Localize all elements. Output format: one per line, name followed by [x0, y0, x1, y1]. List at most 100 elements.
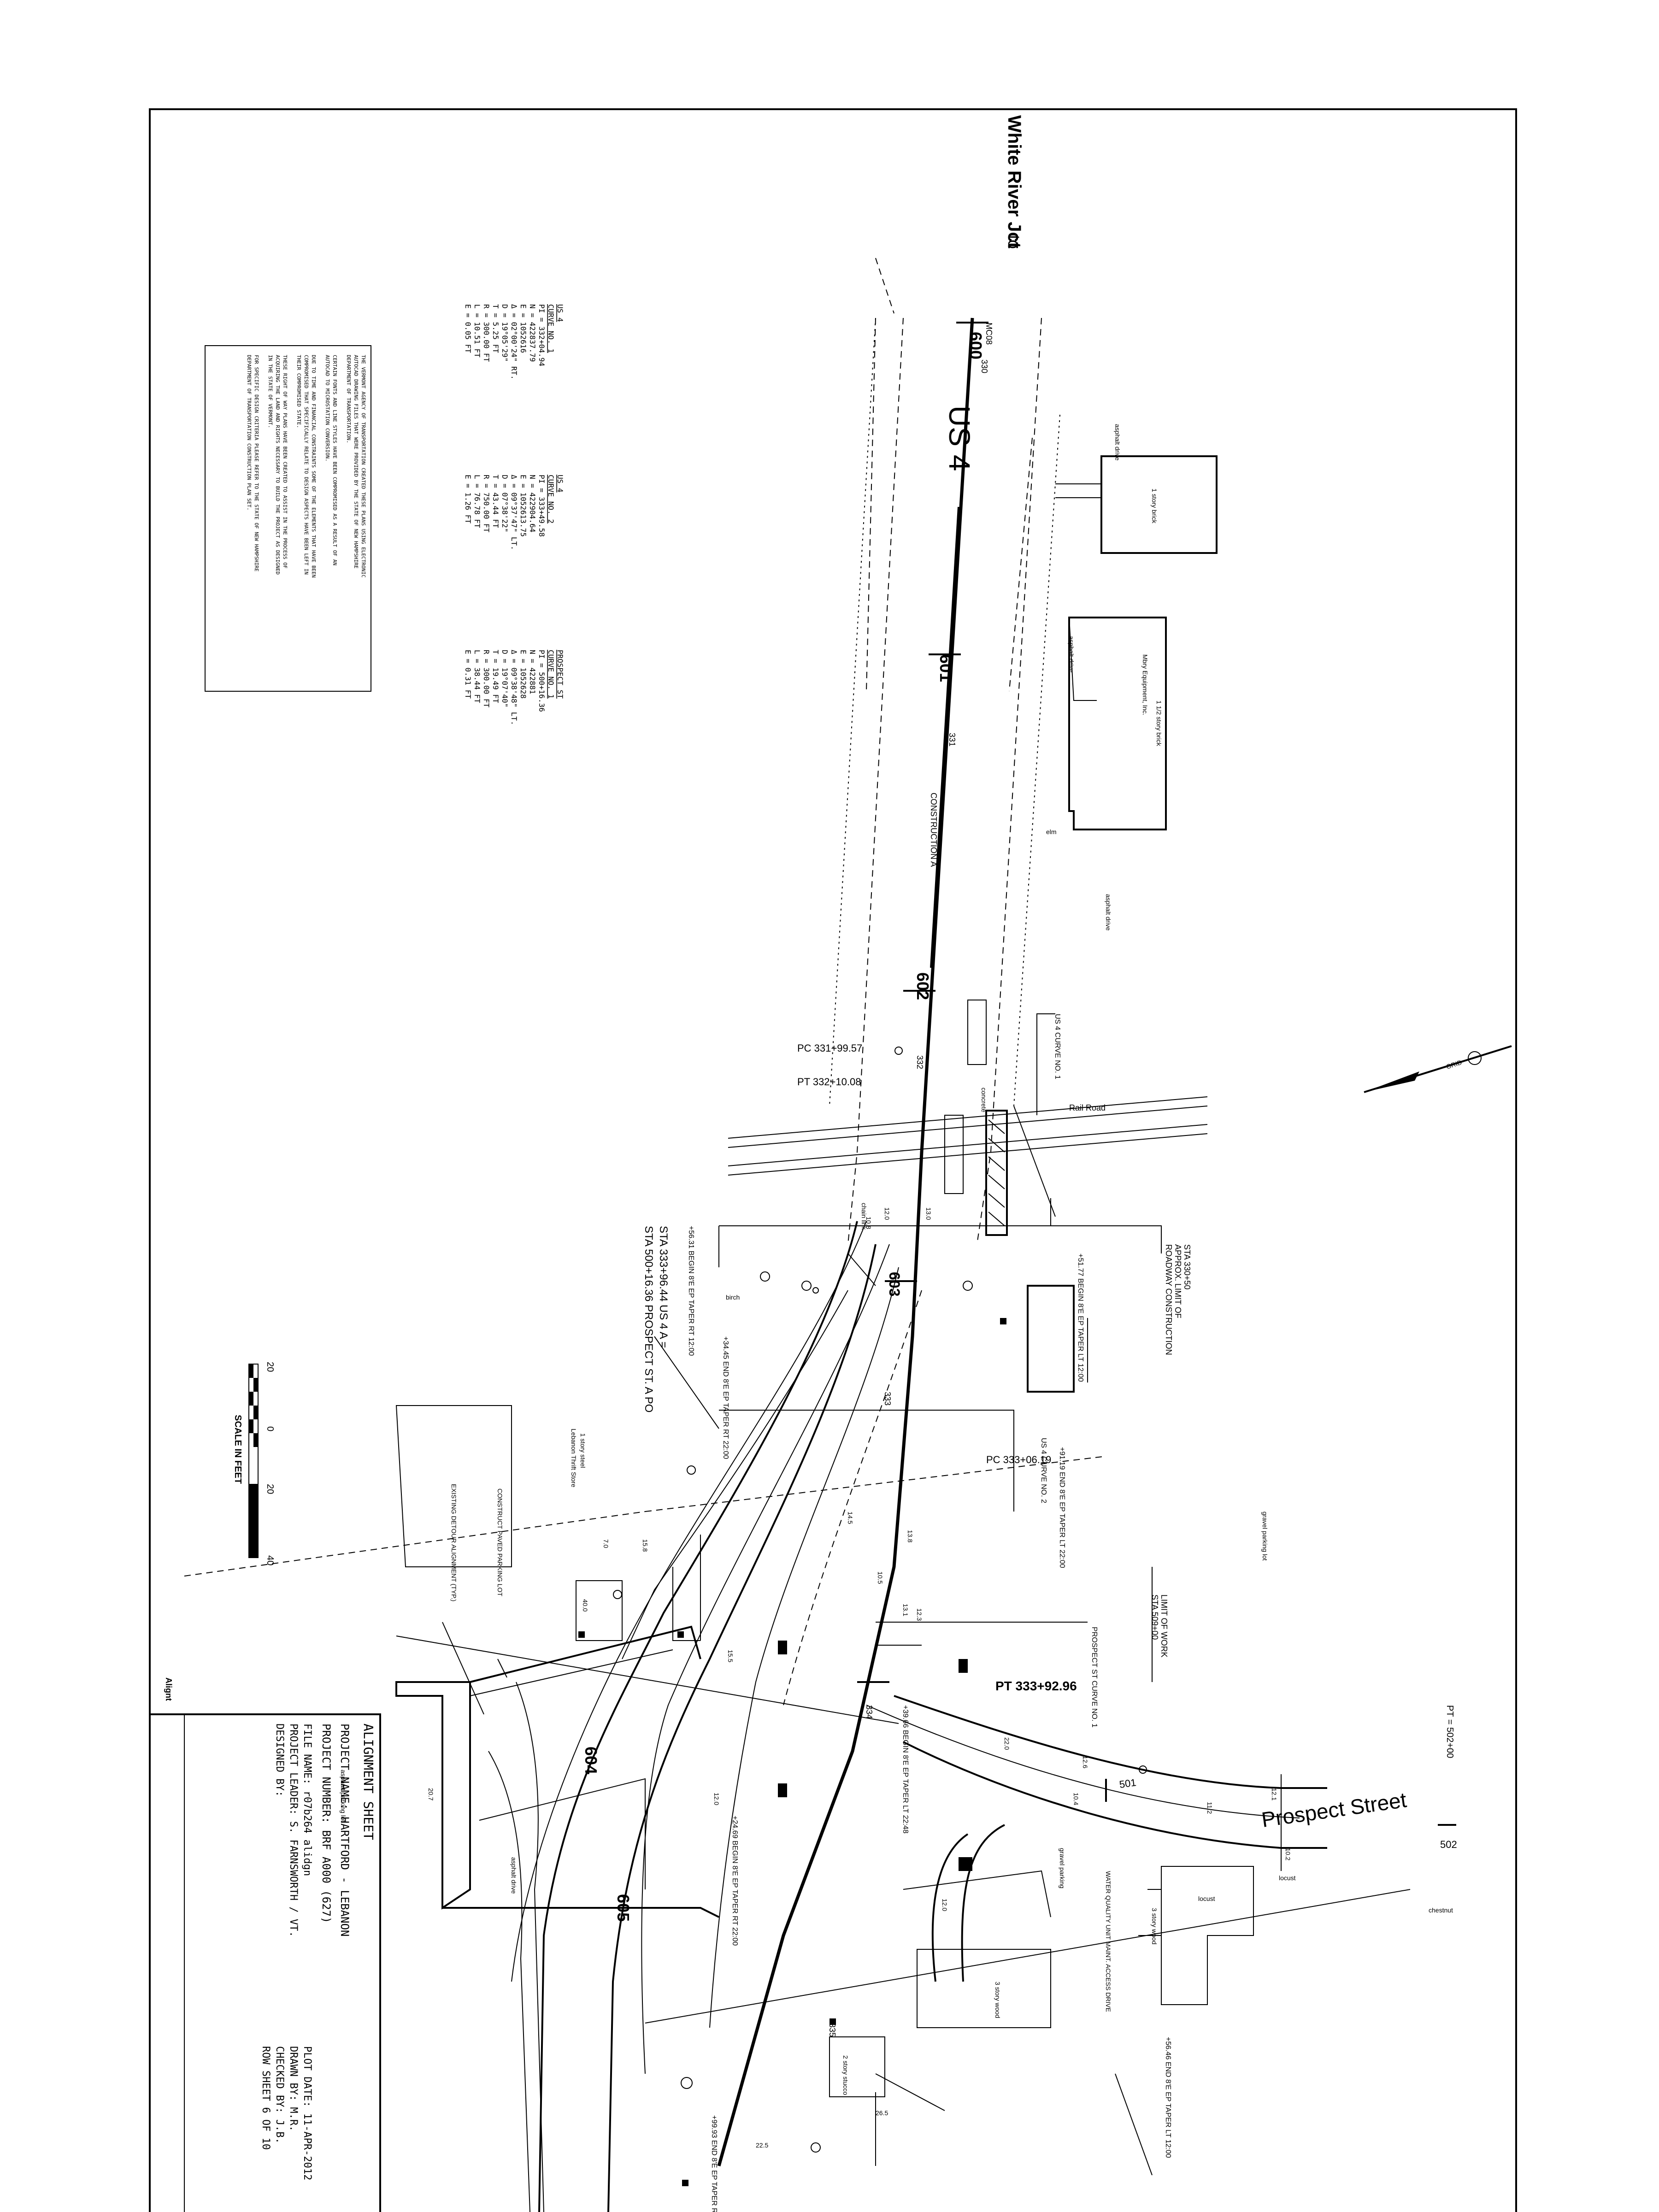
sta-equation-1: STA 333+96.44 US 4 A =	[657, 1226, 670, 1348]
approx-limit: APPROX. LIMIT OF	[1173, 1244, 1182, 1318]
note-line: DEPARTMENT OF TRANSPORTATION.	[346, 355, 352, 443]
direction-to: to	[1005, 235, 1024, 249]
grid-north-label: GRID	[1445, 1059, 1463, 1071]
prospect-curve	[931, 1833, 969, 1982]
curve-2-header: US 4	[556, 475, 565, 493]
dim-1: 12.0	[883, 1207, 891, 1220]
building-1-label: 1 story brick	[1151, 488, 1158, 524]
curve-b	[607, 1244, 877, 2212]
building-3	[1027, 1285, 1075, 1393]
birch: birch	[726, 1294, 740, 1301]
station-332: 332	[915, 1055, 924, 1069]
prospect-street-centerline	[866, 1705, 1300, 1818]
note-line: DUE TO TIME AND FINANCIAL CONSTRAINTS SO…	[311, 355, 317, 577]
curve-3-line: E = 1052628	[519, 650, 528, 699]
rail-road	[728, 1096, 1208, 1236]
project-name: PROJECT NAME: HARTFORD - LEBANON	[338, 1724, 351, 1936]
dim-13: 12.6	[1082, 1756, 1089, 1768]
construction-line	[930, 506, 959, 968]
building-2	[1068, 617, 1167, 830]
site-symbols	[578, 1047, 1147, 2186]
curve-3-line: N = 422881	[528, 650, 537, 694]
us4-alignment	[717, 318, 1060, 2166]
station-334: 334	[865, 1705, 874, 1719]
station-mc08: MC08	[984, 323, 994, 345]
curve-1-line: E = 1052616	[519, 304, 528, 353]
title-block-text: ALIGNMENT SHEET PROJECT NAME: HARTFORD -…	[260, 1724, 376, 2180]
building-wood-1	[1161, 1866, 1254, 2005]
existing-detour: EXISTING DETOUR ALIGNMENT (TYP.)	[450, 1484, 458, 1601]
dim-22: 15.5	[727, 1650, 734, 1662]
water-quality: WATER QUALITY UNIT MAINT. ACCESS DRIVE	[1105, 1871, 1112, 2012]
roadway-construction: ROADWAY CONSTRUCTION	[1164, 1244, 1173, 1355]
curve-2-line: E = 1052613.75	[519, 475, 528, 537]
dim-14: 10.4	[1072, 1793, 1080, 1805]
curve-2-line: E = 1.26 FT	[464, 475, 472, 524]
curve-1-line: Δ = 02°00'24" RT.	[510, 304, 518, 380]
curve-3-line: L = 38.44 FT	[473, 650, 482, 703]
station-605: 605	[614, 1894, 633, 1922]
curve-1-title: CURVE NO. 1	[547, 304, 555, 353]
pt-1: PT 332+10.08	[797, 1076, 861, 1088]
note-line: IN THE STATE OF VERMONT.	[267, 355, 273, 428]
sheet-number: ROW SHEET 6 OF 10	[260, 2046, 271, 2150]
building-2-owner: Mbry Equipment, Inc.	[1141, 654, 1149, 715]
curve-3-line: PI = 500+16.36	[537, 650, 546, 712]
station-603: 603	[886, 1272, 903, 1296]
designed-by: DESIGNED BY:	[274, 1724, 285, 1797]
curve-1-line: N = 422837.79	[528, 304, 537, 362]
dim-4: 13.8	[906, 1530, 914, 1542]
gravel-parking: gravel parking lot	[1261, 1512, 1269, 1561]
curve-2-line: L = 76.78 FT	[473, 475, 482, 528]
curve-d	[641, 1244, 890, 2074]
note-line: THEIR COMPROMISED STATE.	[296, 355, 302, 428]
note-line: AUTOCAD DRAWING FILES THAT WERE PROVIDED…	[353, 355, 359, 569]
curve-2-line: Δ = 09°37'47" LT.	[510, 475, 518, 550]
us4-centerline	[717, 318, 974, 2166]
dim-20: 26.5	[876, 2109, 888, 2117]
sta-509-00: STA 509+00	[1150, 1594, 1159, 1640]
station-ticks	[857, 322, 1456, 1826]
note-line: DEPARTMENT OF TRANSPORTATION CONSTRUCTIO…	[246, 355, 252, 511]
curve-3-header: PROSPECT ST	[556, 650, 565, 699]
curve-1-line: R = 300.00 FT	[482, 304, 491, 362]
curve-1-line: PI = 332+04.94	[537, 304, 546, 366]
dim-18: 12.0	[941, 1899, 948, 1911]
dim-8: 14.5	[847, 1512, 854, 1524]
station-335: 335	[828, 2023, 837, 2037]
station-601: 601	[936, 654, 955, 682]
curve-i	[488, 1751, 530, 2212]
plot-date: PLOT DATE: 11-APR-2012	[301, 2046, 313, 2180]
station-600: 600	[966, 332, 985, 359]
dim-12: 22.0	[1003, 1737, 1011, 1750]
asphalt-drive-3: asphalt drive	[1105, 894, 1112, 931]
note-line: ACQUIRING THE LAND AND RIGHTS NECESSARY …	[275, 355, 281, 575]
scale-tick-0: 0	[265, 1426, 275, 1431]
misc-lines	[184, 258, 1411, 2176]
curve-1-line: T = 5.25 FT	[491, 304, 500, 353]
chain-link: chain link	[860, 1203, 868, 1230]
ramp-alignments	[488, 1221, 922, 2212]
file-name: FILE NAME: r07b264 alidgn	[301, 1724, 313, 1876]
sta-330-50: STA 330+50	[1182, 1244, 1192, 1289]
pt-prospect: PT = 502+00	[1445, 1705, 1455, 1758]
dim-10: 12.3	[916, 1608, 923, 1621]
curve-3-line: D = 19°07'40"	[500, 650, 509, 707]
scale-label: SCALE IN FEET	[233, 1415, 243, 1484]
curve-2-line: D = 07°38'22"	[500, 475, 509, 532]
asphalt-drive-4: asphalt drive	[510, 1857, 518, 1894]
curve-e	[709, 1267, 899, 2028]
drawn-by: DRAWN BY: M.R.	[288, 2046, 299, 2131]
chestnut: chestnut	[1429, 1906, 1453, 1914]
us4-edge-left	[847, 318, 904, 1245]
concrete: concrete	[980, 1088, 988, 1112]
rail-road-label: Rail Road	[1069, 1103, 1106, 1112]
elm: elm	[1046, 828, 1057, 835]
curve-2-line: N = 422904.64	[528, 475, 537, 532]
curve-3-line: R = 300.00 FT	[482, 650, 491, 708]
title-block	[149, 1713, 381, 2212]
dim-2: 13.0	[925, 1207, 932, 1220]
detour-area	[395, 1535, 719, 1918]
notes-box	[205, 345, 371, 692]
